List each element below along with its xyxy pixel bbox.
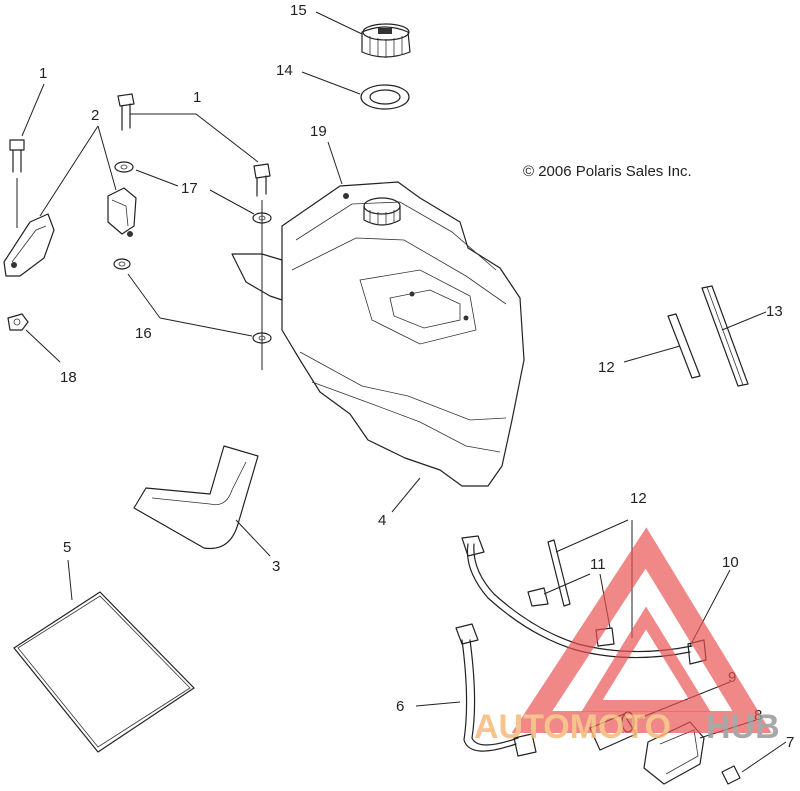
part-fuel-cap bbox=[361, 23, 411, 58]
callout-11: 11 bbox=[590, 556, 606, 573]
callout-6: 6 bbox=[396, 698, 404, 715]
callout-15: 15 bbox=[290, 2, 307, 19]
callout-10: 10 bbox=[722, 554, 739, 571]
callout-12-upper: 12 bbox=[598, 359, 615, 376]
part-clip-7 bbox=[721, 765, 741, 785]
callout-19: 19 bbox=[310, 123, 327, 140]
watermark-triangle bbox=[511, 527, 772, 733]
callout-labels: 15 14 19 1 1 2 17 16 18 13 12 4 3 5 12 1… bbox=[39, 2, 794, 751]
callout-1-left: 1 bbox=[39, 65, 47, 82]
part-rod-12-lower bbox=[547, 539, 571, 607]
part-bracket-left bbox=[3, 213, 55, 277]
part-pad-5 bbox=[13, 591, 195, 753]
watermark: AUTOMOTO HUB bbox=[474, 527, 780, 746]
callout-12-lower: 12 bbox=[630, 490, 647, 507]
part-bolt-left bbox=[9, 139, 25, 228]
callout-14: 14 bbox=[276, 62, 293, 79]
part-washer-17-right bbox=[252, 212, 272, 224]
callout-17: 17 bbox=[181, 180, 198, 197]
part-bolt-top bbox=[117, 93, 135, 131]
part-washer-16-right bbox=[252, 332, 272, 344]
callout-4: 4 bbox=[378, 512, 386, 529]
copyright-text: © 2006 Polaris Sales Inc. bbox=[523, 163, 692, 180]
callout-16: 16 bbox=[135, 325, 152, 342]
part-gasket bbox=[360, 84, 410, 110]
part-bolt-right bbox=[253, 163, 271, 370]
callout-5: 5 bbox=[63, 539, 71, 556]
part-fuel-line-6 bbox=[455, 623, 537, 757]
watermark-text-b: HUB bbox=[706, 708, 780, 746]
leader-lines bbox=[21, 11, 787, 773]
part-fuel-tank bbox=[231, 181, 525, 487]
callout-2: 2 bbox=[91, 107, 99, 124]
part-nut-18 bbox=[7, 313, 29, 331]
part-rod-13 bbox=[701, 285, 749, 387]
part-washer-16-left bbox=[113, 258, 131, 270]
callout-13: 13 bbox=[766, 303, 783, 320]
part-rod-12 bbox=[667, 313, 701, 379]
callout-1-right: 1 bbox=[193, 89, 201, 106]
callout-7: 7 bbox=[786, 734, 794, 751]
part-washer-17-left bbox=[114, 161, 134, 173]
callout-18: 18 bbox=[60, 369, 77, 386]
watermark-text-a: AUTOMOTO bbox=[474, 708, 671, 746]
part-hose-3 bbox=[133, 445, 259, 550]
part-clip-2 bbox=[107, 187, 137, 237]
callout-3: 3 bbox=[272, 558, 280, 575]
